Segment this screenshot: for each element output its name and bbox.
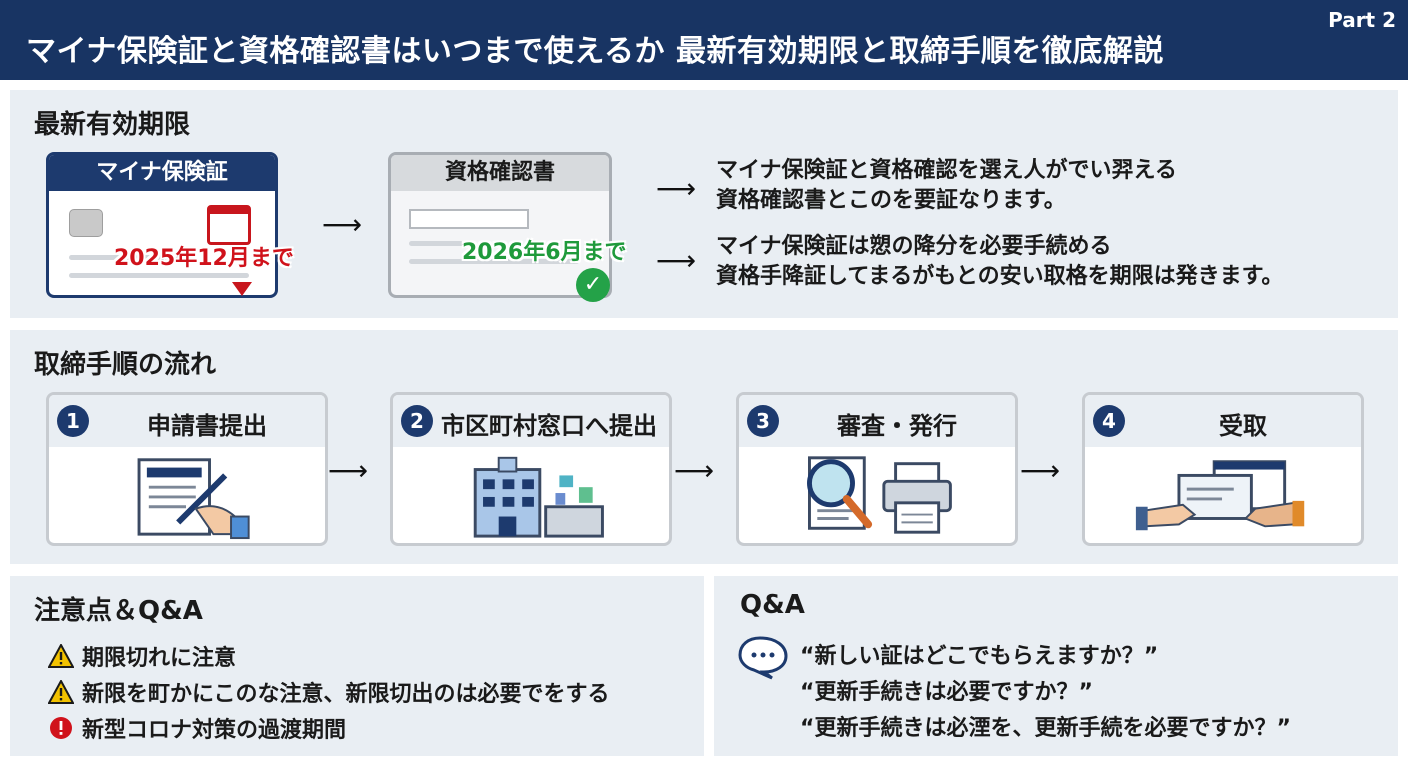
info-line: 資格手降証してまるがもとの安い取格を期限は発きます。: [716, 264, 1284, 289]
arrow-right-icon: ⟶: [1020, 454, 1061, 487]
step-card: 4 受取: [1082, 392, 1364, 546]
arrow-right-icon: ⟶: [328, 454, 369, 487]
alert-icon: [50, 717, 72, 739]
qa-section: Q&A “新しい証はどこでもらえますか？” “更新手続きは必要ですか？” “更新…: [714, 576, 1398, 756]
validity-section: 最新有効期限 マイナ保険証 2025年12月まで ⟶ 資格確認書 2026年6月…: [10, 90, 1398, 318]
procedure-title: 取締手順の流れ: [34, 350, 217, 380]
notes-title: 注意点＆Q&A: [34, 596, 203, 626]
step-card: 2 市区町村窓口へ提出: [390, 392, 672, 546]
shikaku-card-label: 資格確認書: [391, 155, 609, 191]
form-writing-icon: [137, 458, 250, 540]
warning-icon: [48, 644, 74, 668]
card-line: [69, 255, 189, 260]
card-line: [409, 241, 469, 246]
step-number: 3: [747, 405, 779, 437]
note-item: 新型コロナ対策の過渡期間: [48, 712, 346, 744]
check-icon: ✓: [576, 268, 610, 302]
info-line: マイナ保険証は愬の降分を必要手続める: [716, 234, 1112, 259]
down-arrow-icon: [232, 282, 252, 296]
qa-item: “更新手続きは必湮を、更新手続を必要ですか？”: [800, 716, 1291, 741]
notes-section: 注意点＆Q&A 期限切れに注意 新限を町かにこのな注意、新限切出のは必要でをする…: [10, 576, 704, 756]
arrow-right-icon: ⟶: [656, 244, 697, 277]
qualification-certificate-card: 資格確認書: [388, 152, 612, 298]
step-card: 1 申請書提出: [46, 392, 328, 546]
note-text: 期限切れに注意: [82, 646, 237, 671]
shikaku-deadline: 2026年6月まで: [462, 240, 627, 265]
info-line: 資格確認書とこのを要証なります。: [716, 188, 1066, 213]
note-text: 新型コロナ対策の過渡期間: [82, 718, 347, 743]
procedure-section: 取締手順の流れ 1 申請書提出 ⟶ 2 市区町村窓口へ提出: [10, 330, 1398, 564]
step-label: 審査・発行: [837, 412, 957, 440]
card-line: [69, 273, 249, 278]
card-line: [409, 259, 579, 264]
page-title: マイナ保険証と資格確認書はいつまで使えるか 最新有効期限と取締手順を徹底解説: [26, 34, 1164, 69]
qa-item: “新しい証はどこでもらえますか？”: [800, 644, 1159, 669]
part-label: Part 2: [1328, 8, 1396, 32]
note-item: 期限切れに注意: [48, 640, 236, 672]
qa-title: Q&A: [740, 590, 805, 620]
arrow-right-icon: ⟶: [674, 454, 715, 487]
step-number: 4: [1093, 405, 1125, 437]
step-card: 3 審査・発行: [736, 392, 1018, 546]
ic-chip-icon: [69, 209, 103, 237]
step-label: 市区町村窓口へ提出: [441, 412, 657, 440]
note-text: 新限を町かにこのな注意、新限切出のは必要でをする: [82, 682, 610, 707]
mynah-deadline: 2025年12月まで: [114, 246, 294, 271]
calendar-icon: [207, 205, 251, 245]
info-line: マイナ保険証と資格確認を選え人がでい羿える: [716, 158, 1177, 183]
header-banner: マイナ保険証と資格確認書はいつまで使えるか 最新有効期限と取締手順を徹底解説 P…: [0, 0, 1408, 80]
step-number: 1: [57, 405, 89, 437]
step-label: 申請書提出: [147, 412, 267, 440]
city-office-icon: [473, 456, 604, 538]
step-number: 2: [401, 405, 433, 437]
mynah-card-label: マイナ保険証: [49, 155, 275, 191]
mynah-insurance-card: マイナ保険証: [46, 152, 278, 298]
step-label: 受取: [1219, 412, 1267, 440]
review-print-icon: [807, 456, 952, 534]
warning-icon: [48, 680, 74, 704]
speech-bubble-icon: [738, 636, 788, 680]
form-field: [409, 209, 529, 229]
arrow-right-icon: ⟶: [322, 208, 363, 241]
validity-title: 最新有効期限: [34, 110, 191, 140]
qa-item: “更新手続きは必要ですか？”: [800, 680, 1093, 705]
handover-card-icon: [1135, 460, 1305, 531]
arrow-right-icon: ⟶: [656, 172, 697, 205]
note-item: 新限を町かにこのな注意、新限切出のは必要でをする: [48, 676, 610, 708]
